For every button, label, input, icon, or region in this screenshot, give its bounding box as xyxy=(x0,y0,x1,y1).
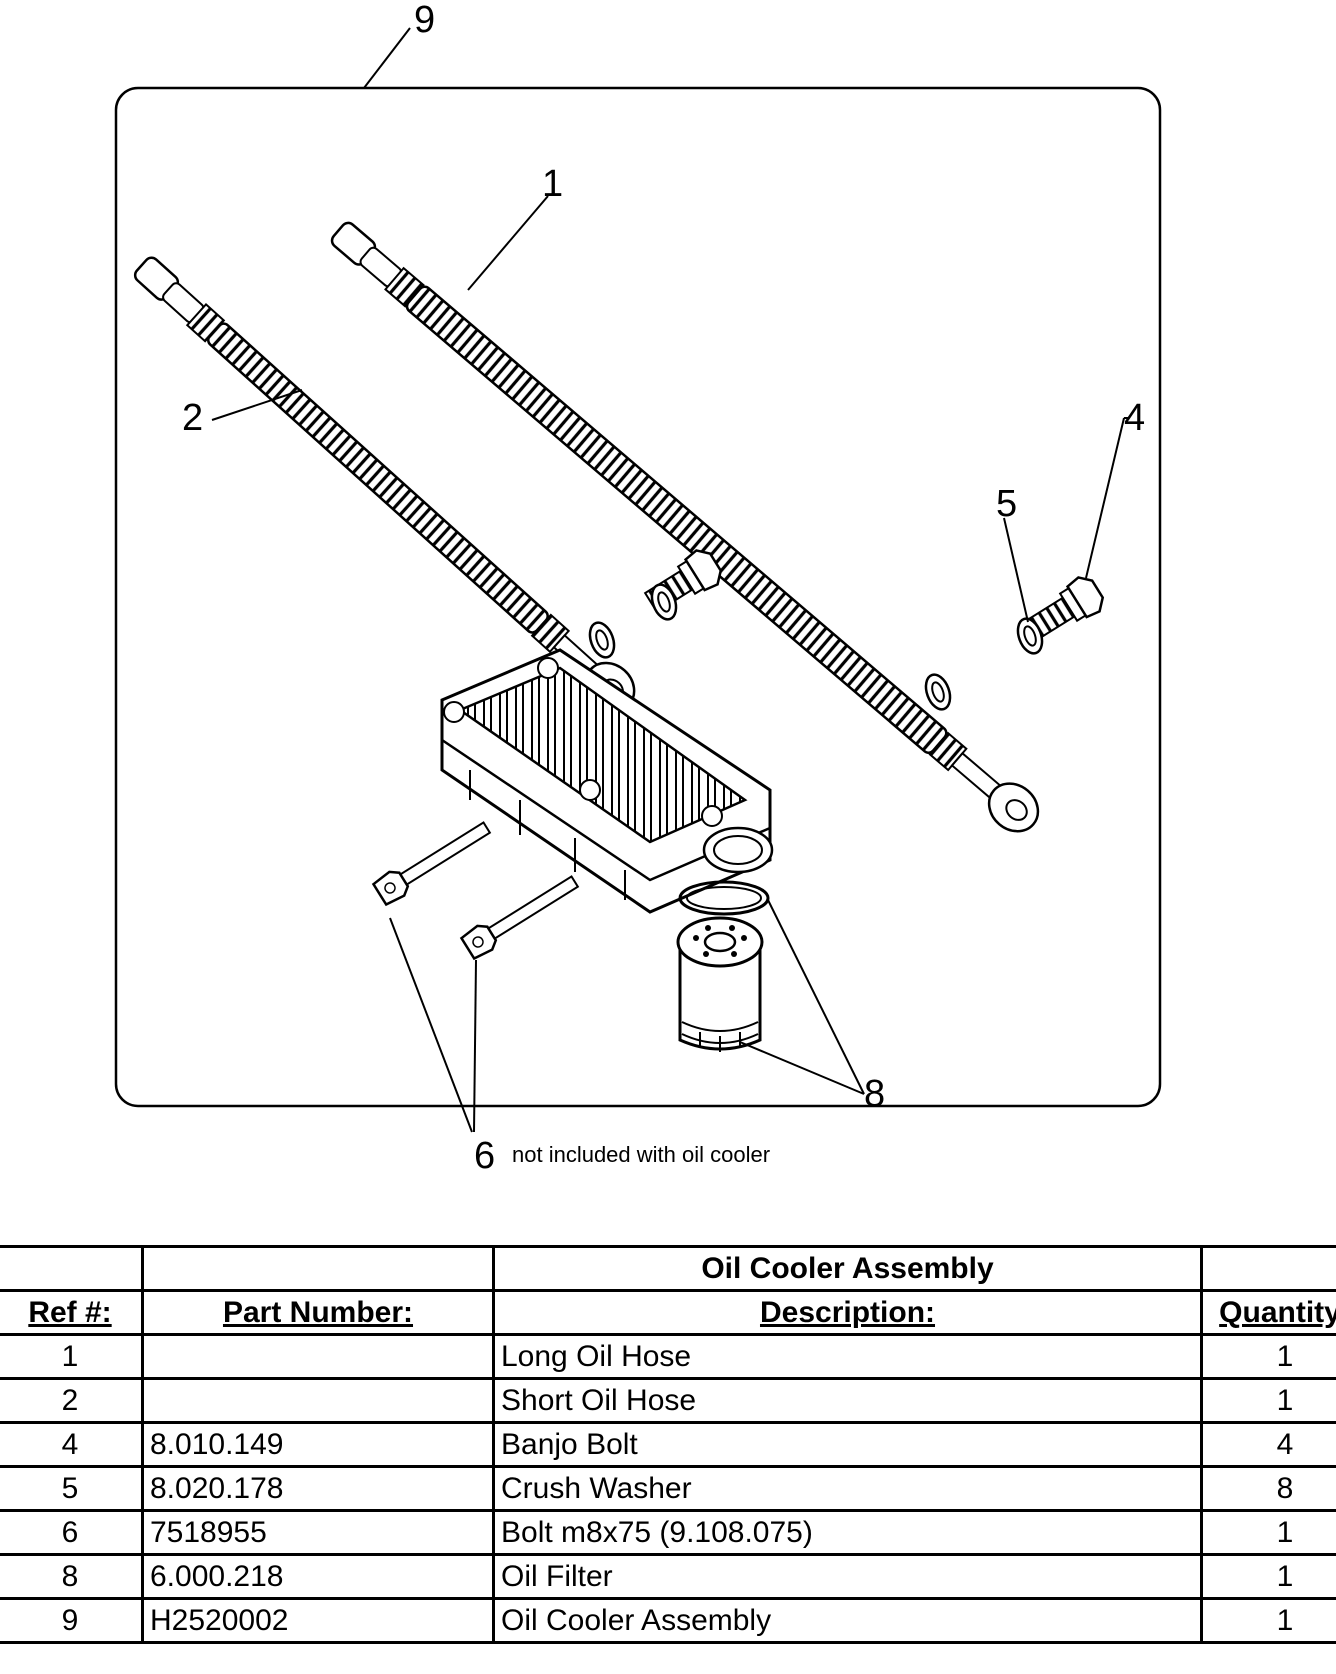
table-row: 9 H2520002 Oil Cooler Assembly 1 xyxy=(0,1597,1336,1644)
cell-part-number xyxy=(141,1377,495,1424)
short-oil-hose xyxy=(133,256,636,712)
table-header-row: Ref #: Part Number: Description: Quantit… xyxy=(0,1289,1336,1336)
cell-part-number xyxy=(141,1333,495,1380)
cell-ref: 6 xyxy=(0,1509,144,1556)
header-description: Description: xyxy=(492,1289,1203,1336)
table-row: 2 Short Oil Hose 1 xyxy=(0,1377,1336,1424)
table-row: 5 8.020.178 Crush Washer 8 xyxy=(0,1465,1336,1512)
callout-8: 8 xyxy=(864,1073,885,1115)
callout-9: 9 xyxy=(414,0,435,41)
exclusion-note: not included with oil cooler xyxy=(512,1142,770,1167)
cell-part-number: 7518955 xyxy=(141,1509,495,1556)
cell-ref: 4 xyxy=(0,1421,144,1468)
table-row: 4 8.010.149 Banjo Bolt 4 xyxy=(0,1421,1336,1468)
cell-description: Short Oil Hose xyxy=(492,1377,1203,1424)
table-title-row: Oil Cooler Assembly xyxy=(0,1245,1336,1292)
cell-quantity: 1 xyxy=(1200,1377,1336,1424)
title-blank-cell xyxy=(141,1245,495,1292)
banjo-bolt xyxy=(643,549,723,614)
parts-table: Oil Cooler Assembly Ref #: Part Number: … xyxy=(0,1245,1336,1644)
title-blank-cell xyxy=(0,1245,144,1292)
callout-1: 1 xyxy=(542,163,563,205)
cell-ref: 1 xyxy=(0,1333,144,1380)
callout-2: 2 xyxy=(182,397,203,439)
cell-quantity: 4 xyxy=(1200,1421,1336,1468)
header-part-number: Part Number: xyxy=(141,1289,495,1336)
cell-quantity: 1 xyxy=(1200,1553,1336,1600)
cell-ref: 8 xyxy=(0,1553,144,1600)
table-row: 1 Long Oil Hose 1 xyxy=(0,1333,1336,1380)
cell-quantity: 1 xyxy=(1200,1597,1336,1644)
cell-part-number: H2520002 xyxy=(141,1597,495,1644)
cooler-mount-bolt xyxy=(459,875,580,961)
cell-ref: 9 xyxy=(0,1597,144,1644)
cell-description: Banjo Bolt xyxy=(492,1421,1203,1468)
assembly-frame xyxy=(114,27,1162,1108)
cell-part-number: 6.000.218 xyxy=(141,1553,495,1600)
crush-washer xyxy=(1016,617,1044,655)
cell-description: Bolt m8x75 (9.108.075) xyxy=(492,1509,1203,1556)
cooler-mount-bolt xyxy=(371,821,492,907)
cell-description: Crush Washer xyxy=(492,1465,1203,1512)
title-blank-cell xyxy=(1200,1245,1336,1292)
crush-washer xyxy=(588,621,616,659)
callout-4: 4 xyxy=(1124,397,1145,439)
cell-quantity: 1 xyxy=(1200,1333,1336,1380)
table-title: Oil Cooler Assembly xyxy=(492,1245,1203,1292)
cell-description: Oil Filter xyxy=(492,1553,1203,1600)
exploded-view-diagram: 9 1 2 4 5 6 8 not included with oil cool… xyxy=(114,0,1162,1177)
oil-cooler-body xyxy=(440,648,774,914)
crush-washer xyxy=(650,583,678,621)
cell-description: Long Oil Hose xyxy=(492,1333,1203,1380)
header-quantity: Quantity: xyxy=(1200,1289,1336,1336)
table-row: 6 7518955 Bolt m8x75 (9.108.075) 1 xyxy=(0,1509,1336,1556)
leader-lines xyxy=(211,195,1128,1133)
filter-o-ring xyxy=(678,880,770,916)
table-row: 8 6.000.218 Oil Filter 1 xyxy=(0,1553,1336,1600)
long-oil-hose xyxy=(330,221,1040,833)
callout-6: 6 xyxy=(474,1135,495,1177)
cell-part-number: 8.020.178 xyxy=(141,1465,495,1512)
oil-filter xyxy=(676,916,764,1052)
callout-5: 5 xyxy=(996,483,1017,525)
cell-ref: 5 xyxy=(0,1465,144,1512)
cell-ref: 2 xyxy=(0,1377,144,1424)
cell-quantity: 1 xyxy=(1200,1509,1336,1556)
cell-part-number: 8.010.149 xyxy=(141,1421,495,1468)
cell-quantity: 8 xyxy=(1200,1465,1336,1512)
header-ref: Ref #: xyxy=(0,1289,144,1336)
crush-washer xyxy=(924,673,952,711)
cell-description: Oil Cooler Assembly xyxy=(492,1597,1203,1644)
